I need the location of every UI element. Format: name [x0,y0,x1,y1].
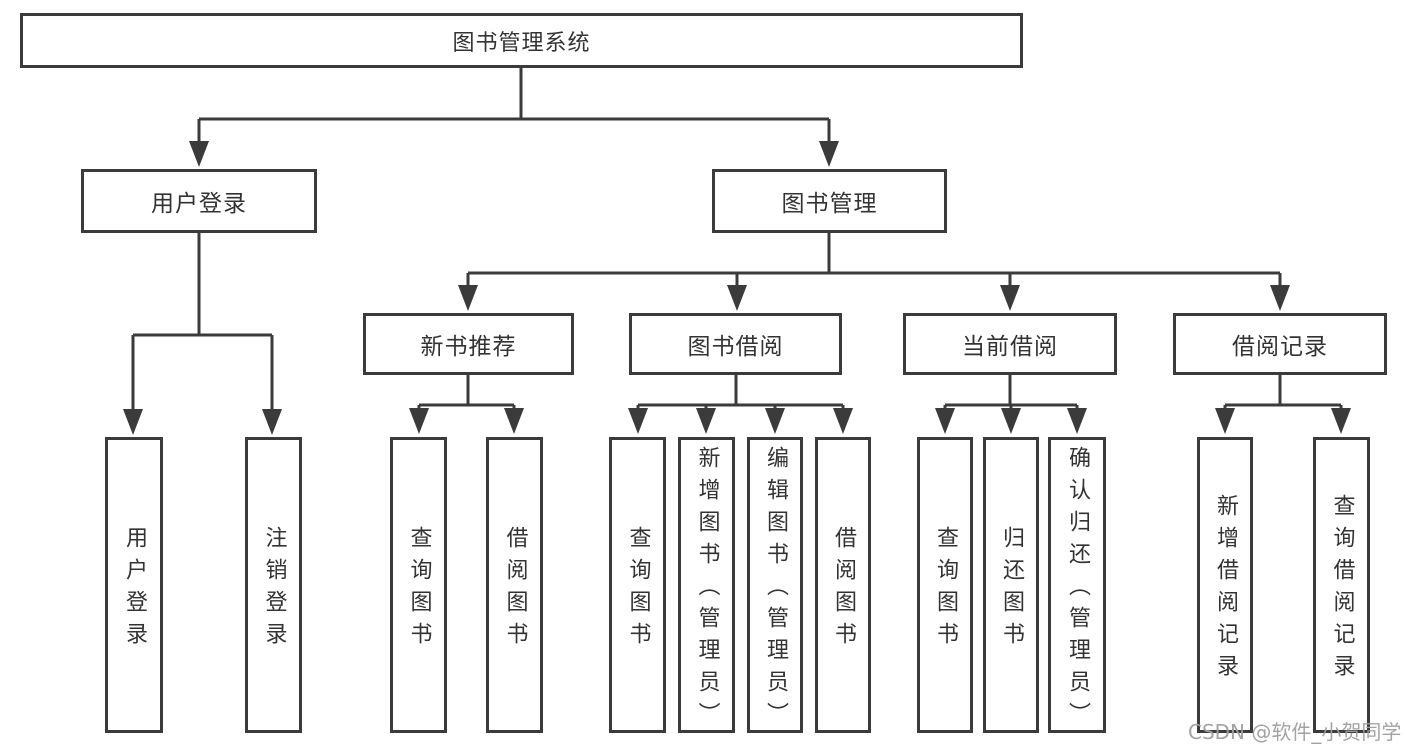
node-borrow-record: 借阅记录 [1173,313,1387,375]
node-root-system: 图书管理系统 [20,13,1023,68]
node-label: 图书管理系统 [452,30,591,56]
arrowheads [123,141,1351,435]
node-label: 图书管理 [781,191,878,217]
leaf-logout: 注销登录 [245,437,302,733]
node-label: 借阅图书 [831,526,856,654]
connector-root-to-level2 [197,68,831,146]
connector-borrowrecord-to-leaves [1223,375,1343,414]
node-new-book-recommend: 新书推荐 [363,313,574,375]
leaf-edit-book-admin: 编辑图书（管理员） [747,437,803,734]
node-label: 用户登录 [122,526,147,654]
node-book-borrow: 图书借阅 [629,313,842,375]
connector-userlogin-to-leaves [131,233,274,414]
node-current-borrow: 当前借阅 [903,313,1117,375]
node-label: 查询借阅记录 [1329,494,1355,686]
node-label: 注销登录 [261,526,287,654]
leaf-user-login: 用户登录 [105,437,163,733]
node-label: 查询图书 [933,526,958,654]
leaf-add-book-admin: 新增图书（管理员） [678,437,735,734]
leaf-return-book: 归还图书 [983,437,1039,733]
node-label: 编辑图书（管理员） [763,446,788,734]
node-label: 借阅图书 [502,526,528,654]
leaf-query-book-1: 查询图书 [390,437,447,733]
node-label: 新增借阅记录 [1213,494,1238,686]
node-label: 借阅记录 [1232,334,1328,360]
leaf-borrow-book-2: 借阅图书 [815,437,871,733]
node-label: 图书借阅 [687,334,784,360]
node-label: 新书推荐 [420,334,517,360]
leaf-confirm-return-admin: 确认归还（管理员） [1048,437,1106,734]
node-label: 确认归还（管理员） [1065,446,1090,734]
connector-newbook-to-leaves [417,375,516,414]
node-label: 用户登录 [151,191,247,217]
leaf-add-borrow-record: 新增借阅记录 [1197,437,1253,733]
connector-bookmgmt-to-level3 [466,233,1282,290]
node-book-management: 图书管理 [712,169,947,233]
node-label: 查询图书 [625,526,651,654]
csdn-watermark: CSDN @软件_小贺同学 [1188,720,1402,744]
node-label: 新增图书（管理员） [694,446,720,734]
leaf-borrow-book-1: 借阅图书 [486,437,543,733]
leaf-query-book-2: 查询图书 [609,437,666,733]
leaf-query-borrow-record: 查询借阅记录 [1313,437,1370,733]
connector-bookborrow-to-leaves [636,375,845,414]
node-label: 归还图书 [999,526,1024,654]
node-label: 查询图书 [406,526,432,654]
node-label: 当前借阅 [962,334,1058,360]
leaf-query-book-3: 查询图书 [917,437,973,733]
node-user-login: 用户登录 [81,169,317,233]
